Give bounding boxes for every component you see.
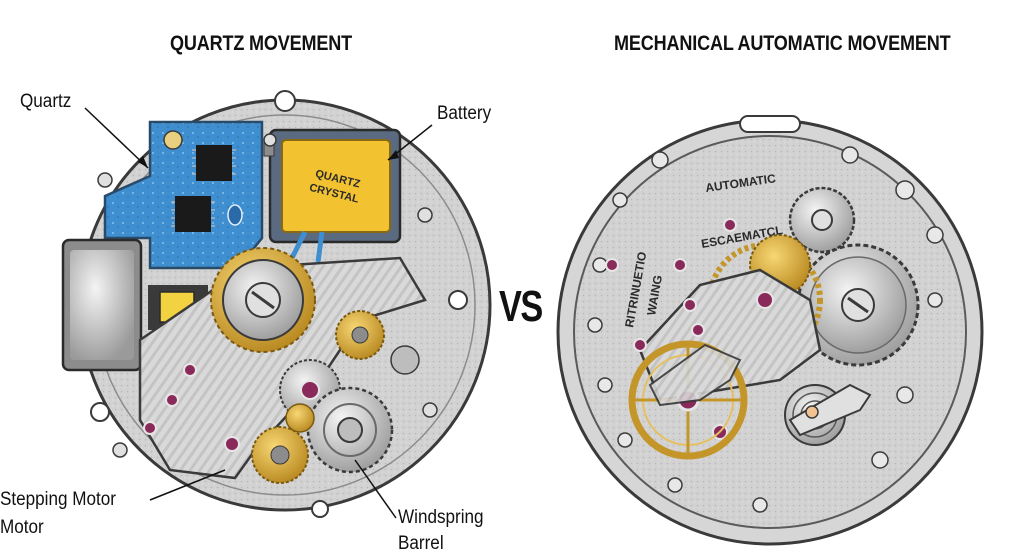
callout-windspring: Windspring [398, 507, 484, 528]
pcb-trimmer [227, 204, 243, 226]
bridge-jewel-2 [165, 393, 179, 407]
battery [281, 139, 391, 233]
vs-label: VS [499, 282, 543, 331]
callout-stepping-motor: Stepping Motor [0, 489, 116, 510]
balance-cock [648, 343, 742, 407]
callout-barrel: Barrel [398, 533, 444, 554]
callout-motor: Motor [0, 517, 44, 538]
quartz-movement: QUARTZ CRYSTAL [61, 90, 492, 518]
engraving-rotor-2: WAING [644, 274, 665, 316]
bridge-jewel-4 [224, 436, 240, 452]
leader-stepping-motor [149, 469, 226, 501]
leader-quartz [84, 107, 149, 169]
mechanical-movement: AUTOMATIC ESCAEMATCL RITRINUETIO WAING [556, 115, 984, 546]
regulator-arm [788, 383, 872, 437]
leader-windspring [354, 459, 397, 519]
bridge-jewel-1 [183, 363, 197, 377]
crown-wheel [788, 186, 856, 254]
callout-quartz: Quartz [20, 91, 72, 112]
center-gear [210, 247, 316, 353]
ic-chip-upper [196, 145, 232, 181]
mechanical-movement-title: MECHANICAL AUTOMATIC MOVEMENT [614, 32, 951, 55]
center-jewel [756, 291, 774, 309]
ic-chip-lower [175, 196, 211, 232]
callout-battery: Battery [437, 103, 492, 124]
ratchet-wheel [796, 243, 920, 367]
pcb-contact [163, 130, 183, 150]
case-slot [739, 115, 801, 133]
gear-train-5 [390, 345, 420, 375]
bridge-jewel-3 [143, 421, 157, 435]
gear-train-4 [285, 403, 315, 433]
quartz-movement-title: QUARTZ MOVEMENT [170, 32, 353, 55]
